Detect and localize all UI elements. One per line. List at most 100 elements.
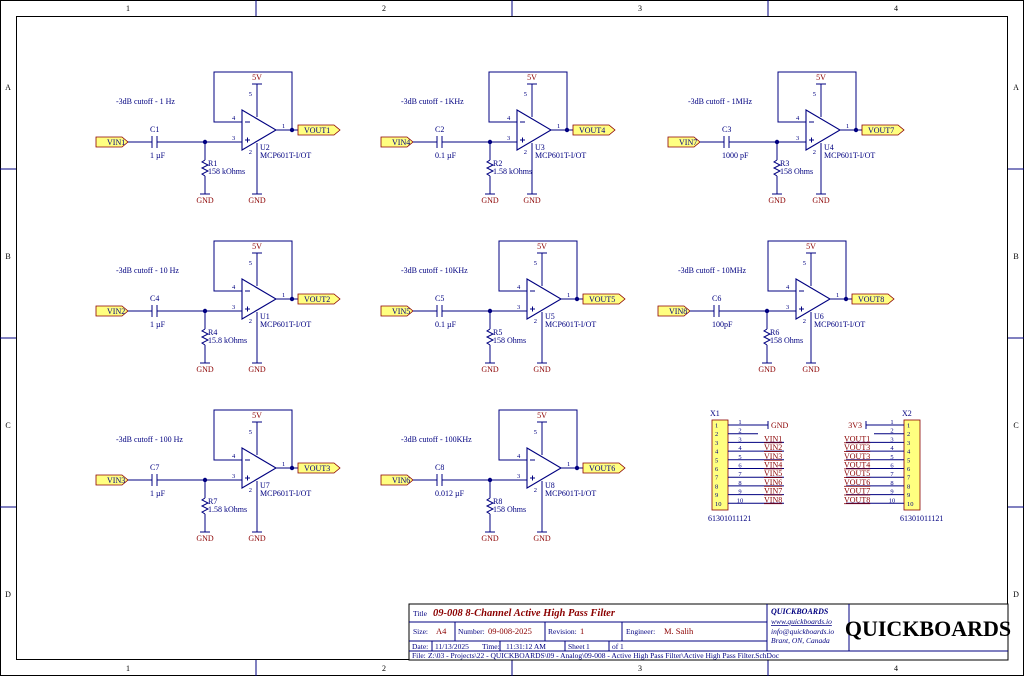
zone-col-label-top: 1 (126, 4, 130, 13)
vin-port[interactable] (95, 136, 129, 148)
pin-number-4: 4 (232, 115, 236, 122)
gnd-label: GND (481, 196, 499, 205)
number-label: Number: (458, 627, 485, 636)
connector-pin-label: 1 (890, 419, 893, 426)
number-value: 09-008-2025 (488, 626, 532, 636)
vout-port[interactable] (851, 293, 895, 305)
vin-port-label: VIN4 (392, 138, 410, 147)
connector-body (903, 419, 921, 511)
pin-number-2: 2 (249, 318, 252, 325)
zone-row-label-right: B (1013, 252, 1018, 261)
of-label: of (612, 642, 619, 651)
opamp-part-number: MCP601T-I/OT (814, 320, 865, 329)
vcc-label: 5V (537, 242, 547, 251)
vcc-label: 5V (252, 411, 262, 420)
opamp-symbol (241, 278, 278, 320)
connector-net-label: VOUT5 (844, 469, 870, 478)
connector-pin-number: 7 (907, 475, 911, 482)
pin-number-4: 4 (796, 115, 800, 122)
vin-port[interactable] (380, 305, 414, 317)
feedback-wire (498, 409, 578, 468)
connector-pin-number: 3 (907, 440, 910, 447)
pin-number-2: 2 (249, 149, 252, 156)
gnd-label: GND (196, 365, 214, 374)
capacitor-value: 0.1 µF (435, 320, 457, 329)
resistor-value: 1.58 kOhms (493, 167, 532, 176)
zone-row-label-right: C (1013, 421, 1018, 430)
pin-number-3: 3 (232, 473, 235, 480)
connector-X2: X211223344556677889910103V3VOUT1VOUT3VOU… (844, 409, 943, 523)
time-value: 11:31:12 AM (506, 642, 546, 651)
connector-net-label: VOUT4 (844, 461, 870, 470)
gnd-label: GND (248, 196, 266, 205)
zone-row-label-left: C (5, 421, 10, 430)
zone-row-label-left: B (5, 252, 10, 261)
connector-part-number: 61301011121 (708, 514, 751, 523)
connector-pin-label: 3 (738, 436, 741, 443)
feedback-wire (213, 240, 293, 299)
resistor-ref: R3 (780, 159, 789, 168)
pin-number-2: 2 (249, 487, 252, 494)
connector-net-label: VIN7 (764, 487, 782, 496)
connector-net-label: VIN3 (764, 452, 782, 461)
pin-number-4: 4 (507, 115, 511, 122)
vcc-label: 5V (252, 242, 262, 251)
pin-number-1: 1 (282, 123, 285, 130)
connector-pin-number: 10 (715, 501, 722, 508)
zone-col-label-bottom: 1 (126, 664, 130, 673)
vout-port[interactable] (572, 124, 616, 136)
capacitor-ref: C3 (722, 125, 731, 134)
connector-pin-number: 5 (715, 457, 718, 464)
opamp-part-number: MCP601T-I/OT (260, 489, 311, 498)
vin-port[interactable] (95, 305, 129, 317)
resistor-symbol (200, 497, 210, 515)
resistor-ref: R2 (493, 159, 502, 168)
connector-pin-label: 3 (890, 436, 893, 443)
pin-number-1: 1 (282, 292, 285, 299)
vout-port[interactable] (297, 124, 341, 136)
opamp-ref: U1 (260, 312, 270, 321)
vin-port[interactable] (657, 305, 691, 317)
resistor-value: 158 Ohms (493, 336, 526, 345)
pin-number-1: 1 (567, 461, 570, 468)
vout-port[interactable] (297, 293, 341, 305)
connector-pin-number: 6 (715, 466, 719, 473)
connector-pin-label: 7 (738, 471, 742, 478)
opamp-part-number: MCP601T-I/OT (545, 320, 596, 329)
pin-number-3: 3 (232, 135, 235, 142)
resistor-ref: R5 (493, 328, 502, 337)
vout-port[interactable] (297, 462, 341, 474)
vin-port[interactable] (380, 136, 414, 148)
opamp-part-number: MCP601T-I/OT (545, 489, 596, 498)
connector-pin-number: 10 (907, 501, 914, 508)
time-label: Time: (482, 642, 500, 651)
vin-port[interactable] (667, 136, 701, 148)
vin-port-label: VIN2 (107, 307, 125, 316)
capacitor-ref: C1 (150, 125, 159, 134)
pin-number-5: 5 (813, 91, 816, 98)
vout-port[interactable] (582, 462, 626, 474)
pin-number-1: 1 (557, 123, 560, 130)
opamp-ref: U2 (260, 143, 270, 152)
connector-net-label: VOUT7 (844, 487, 870, 496)
vout-port[interactable] (582, 293, 626, 305)
opamp-symbol (241, 109, 278, 151)
vcc-label: 5V (527, 73, 537, 82)
connector-net-label: VIN4 (764, 461, 782, 470)
pin-number-3: 3 (786, 304, 789, 311)
company-logo: QUICKBOARDS (845, 616, 1011, 641)
vin-port[interactable] (95, 474, 129, 486)
gnd-label: GND (248, 365, 266, 374)
opamp-symbol (516, 109, 553, 151)
connector-net-label: VIN8 (764, 495, 782, 504)
pin-number-4: 4 (517, 453, 521, 460)
vin-port[interactable] (380, 474, 414, 486)
of-value: 1 (620, 642, 624, 651)
vout-port-label: VOUT6 (589, 464, 615, 473)
connector-net-label: VOUT3 (844, 452, 870, 461)
pin-number-3: 3 (507, 135, 510, 142)
engineer-label: Engineer: (626, 627, 655, 636)
vout-port[interactable] (861, 124, 905, 136)
